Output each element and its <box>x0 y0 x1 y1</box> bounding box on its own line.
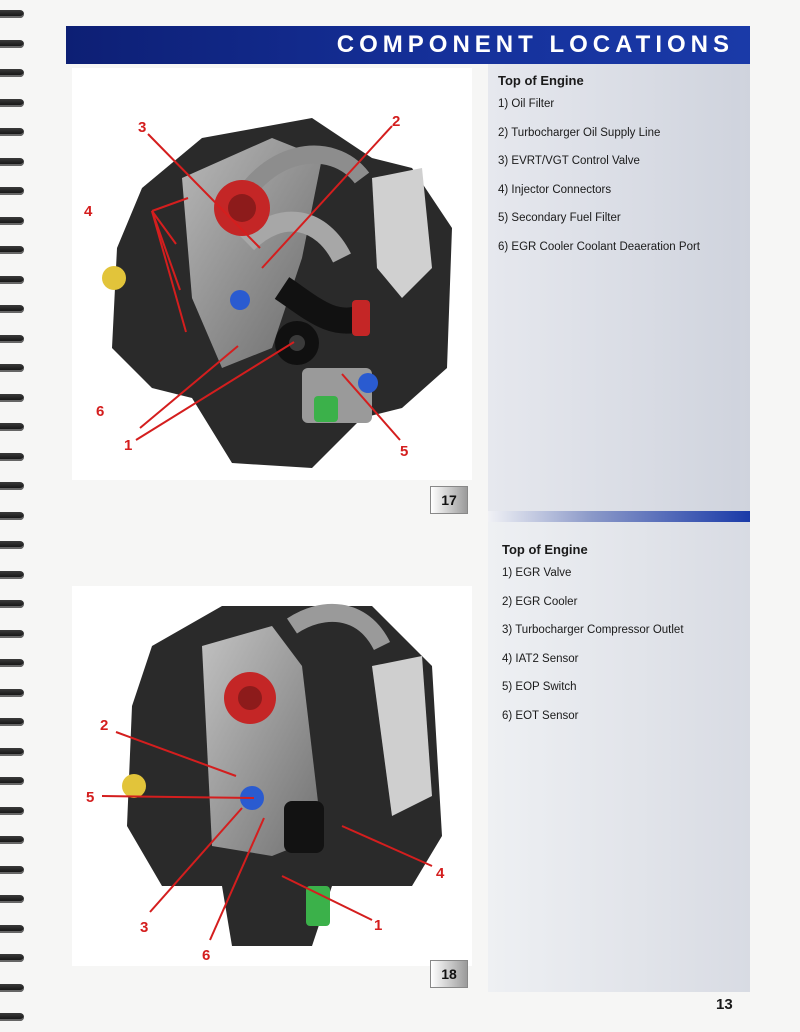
legend-figure-17: Top of Engine 1) Oil Filter 2) Turbochar… <box>498 73 748 269</box>
binding-coil <box>0 157 24 166</box>
binding-coil <box>0 393 24 402</box>
callout-2: 2 <box>100 717 108 734</box>
binding-coil <box>0 364 24 372</box>
binding-coil <box>0 482 24 490</box>
figure-number-18: 18 <box>430 960 468 988</box>
binding-coil <box>0 688 24 697</box>
legend-item: 2) EGR Cooler <box>502 595 578 608</box>
legend-title: Top of Engine <box>502 542 588 557</box>
callout-2: 2 <box>392 113 400 130</box>
binding-coil <box>0 570 24 579</box>
binding-coil <box>0 216 24 225</box>
legend-panel-lower <box>488 522 750 992</box>
binding-coil <box>0 806 24 815</box>
legend-item: 1) EGR Valve <box>502 567 572 579</box>
callout-1: 1 <box>374 917 382 934</box>
binding-coil <box>0 187 24 195</box>
legend-item: 4) IAT2 Sensor <box>502 652 579 665</box>
binding-coil <box>0 541 24 549</box>
legend-item: 6) EOT Sensor <box>502 709 579 722</box>
section-divider <box>488 511 750 522</box>
callout-6: 6 <box>96 403 104 420</box>
binding-coil <box>0 718 24 726</box>
binding-coil <box>0 246 24 254</box>
binding-coil <box>0 865 24 874</box>
binding-coil <box>0 954 24 962</box>
legend-item: 5) Secondary Fuel Filter <box>498 212 621 224</box>
legend-item: 6) EGR Cooler Coolant Deaeration Port <box>498 240 700 253</box>
binding-coil <box>0 924 24 933</box>
legend-figure-18: Top of Engine 1) EGR Valve 2) EGR Cooler… <box>502 542 748 738</box>
callout-4: 4 <box>436 865 445 882</box>
legend-item: 3) EVRT/VGT Control Valve <box>498 155 640 167</box>
callout-5: 5 <box>400 443 408 460</box>
binding-coil <box>0 452 24 461</box>
engine-photo-figure-18: 2 5 3 6 1 4 <box>72 586 472 966</box>
legend-item: 2) Turbocharger Oil Supply Line <box>498 126 661 139</box>
binding-coil <box>0 69 24 77</box>
binding-coil <box>0 659 24 667</box>
binding-coil <box>0 600 24 608</box>
callout-3: 3 <box>140 919 148 936</box>
legend-panel-upper <box>488 64 750 512</box>
binding-coil <box>0 747 24 756</box>
binding-coil <box>0 777 24 785</box>
callout-1: 1 <box>124 437 132 454</box>
legend-item: 3) Turbocharger Compressor Outlet <box>502 624 684 636</box>
legend-item: 1) Oil Filter <box>498 98 555 110</box>
binding-coil <box>0 629 24 638</box>
legend-item: 5) EOP Switch <box>502 681 577 693</box>
engine-photo-figure-17: 4 3 2 6 1 5 <box>72 68 472 480</box>
header-bar: COMPONENT LOCATIONS <box>66 26 750 64</box>
binding-coil <box>0 836 24 844</box>
callout-3: 3 <box>138 119 146 136</box>
binding-coil <box>0 305 24 313</box>
binding-coil <box>0 895 24 903</box>
binding-coil <box>0 423 24 431</box>
binding-coil <box>0 10 24 18</box>
legend-item: 4) Injector Connectors <box>498 183 612 196</box>
binding-coil <box>0 98 24 107</box>
binding-coil <box>0 1013 24 1021</box>
binding-coil <box>0 511 24 520</box>
binding-coil <box>0 275 24 284</box>
binding-coil <box>0 39 24 48</box>
callout-4: 4 <box>84 203 93 220</box>
page-title: COMPONENT LOCATIONS <box>336 31 734 58</box>
legend-title: Top of Engine <box>498 73 584 88</box>
binding-coil <box>0 128 24 136</box>
page-number: 13 <box>716 996 733 1013</box>
figure-number-17: 17 <box>430 486 468 514</box>
binding-coil <box>0 983 24 992</box>
callout-6: 6 <box>202 947 210 964</box>
spiral-binding <box>0 0 26 1032</box>
callout-5: 5 <box>86 789 94 806</box>
binding-coil <box>0 334 24 343</box>
